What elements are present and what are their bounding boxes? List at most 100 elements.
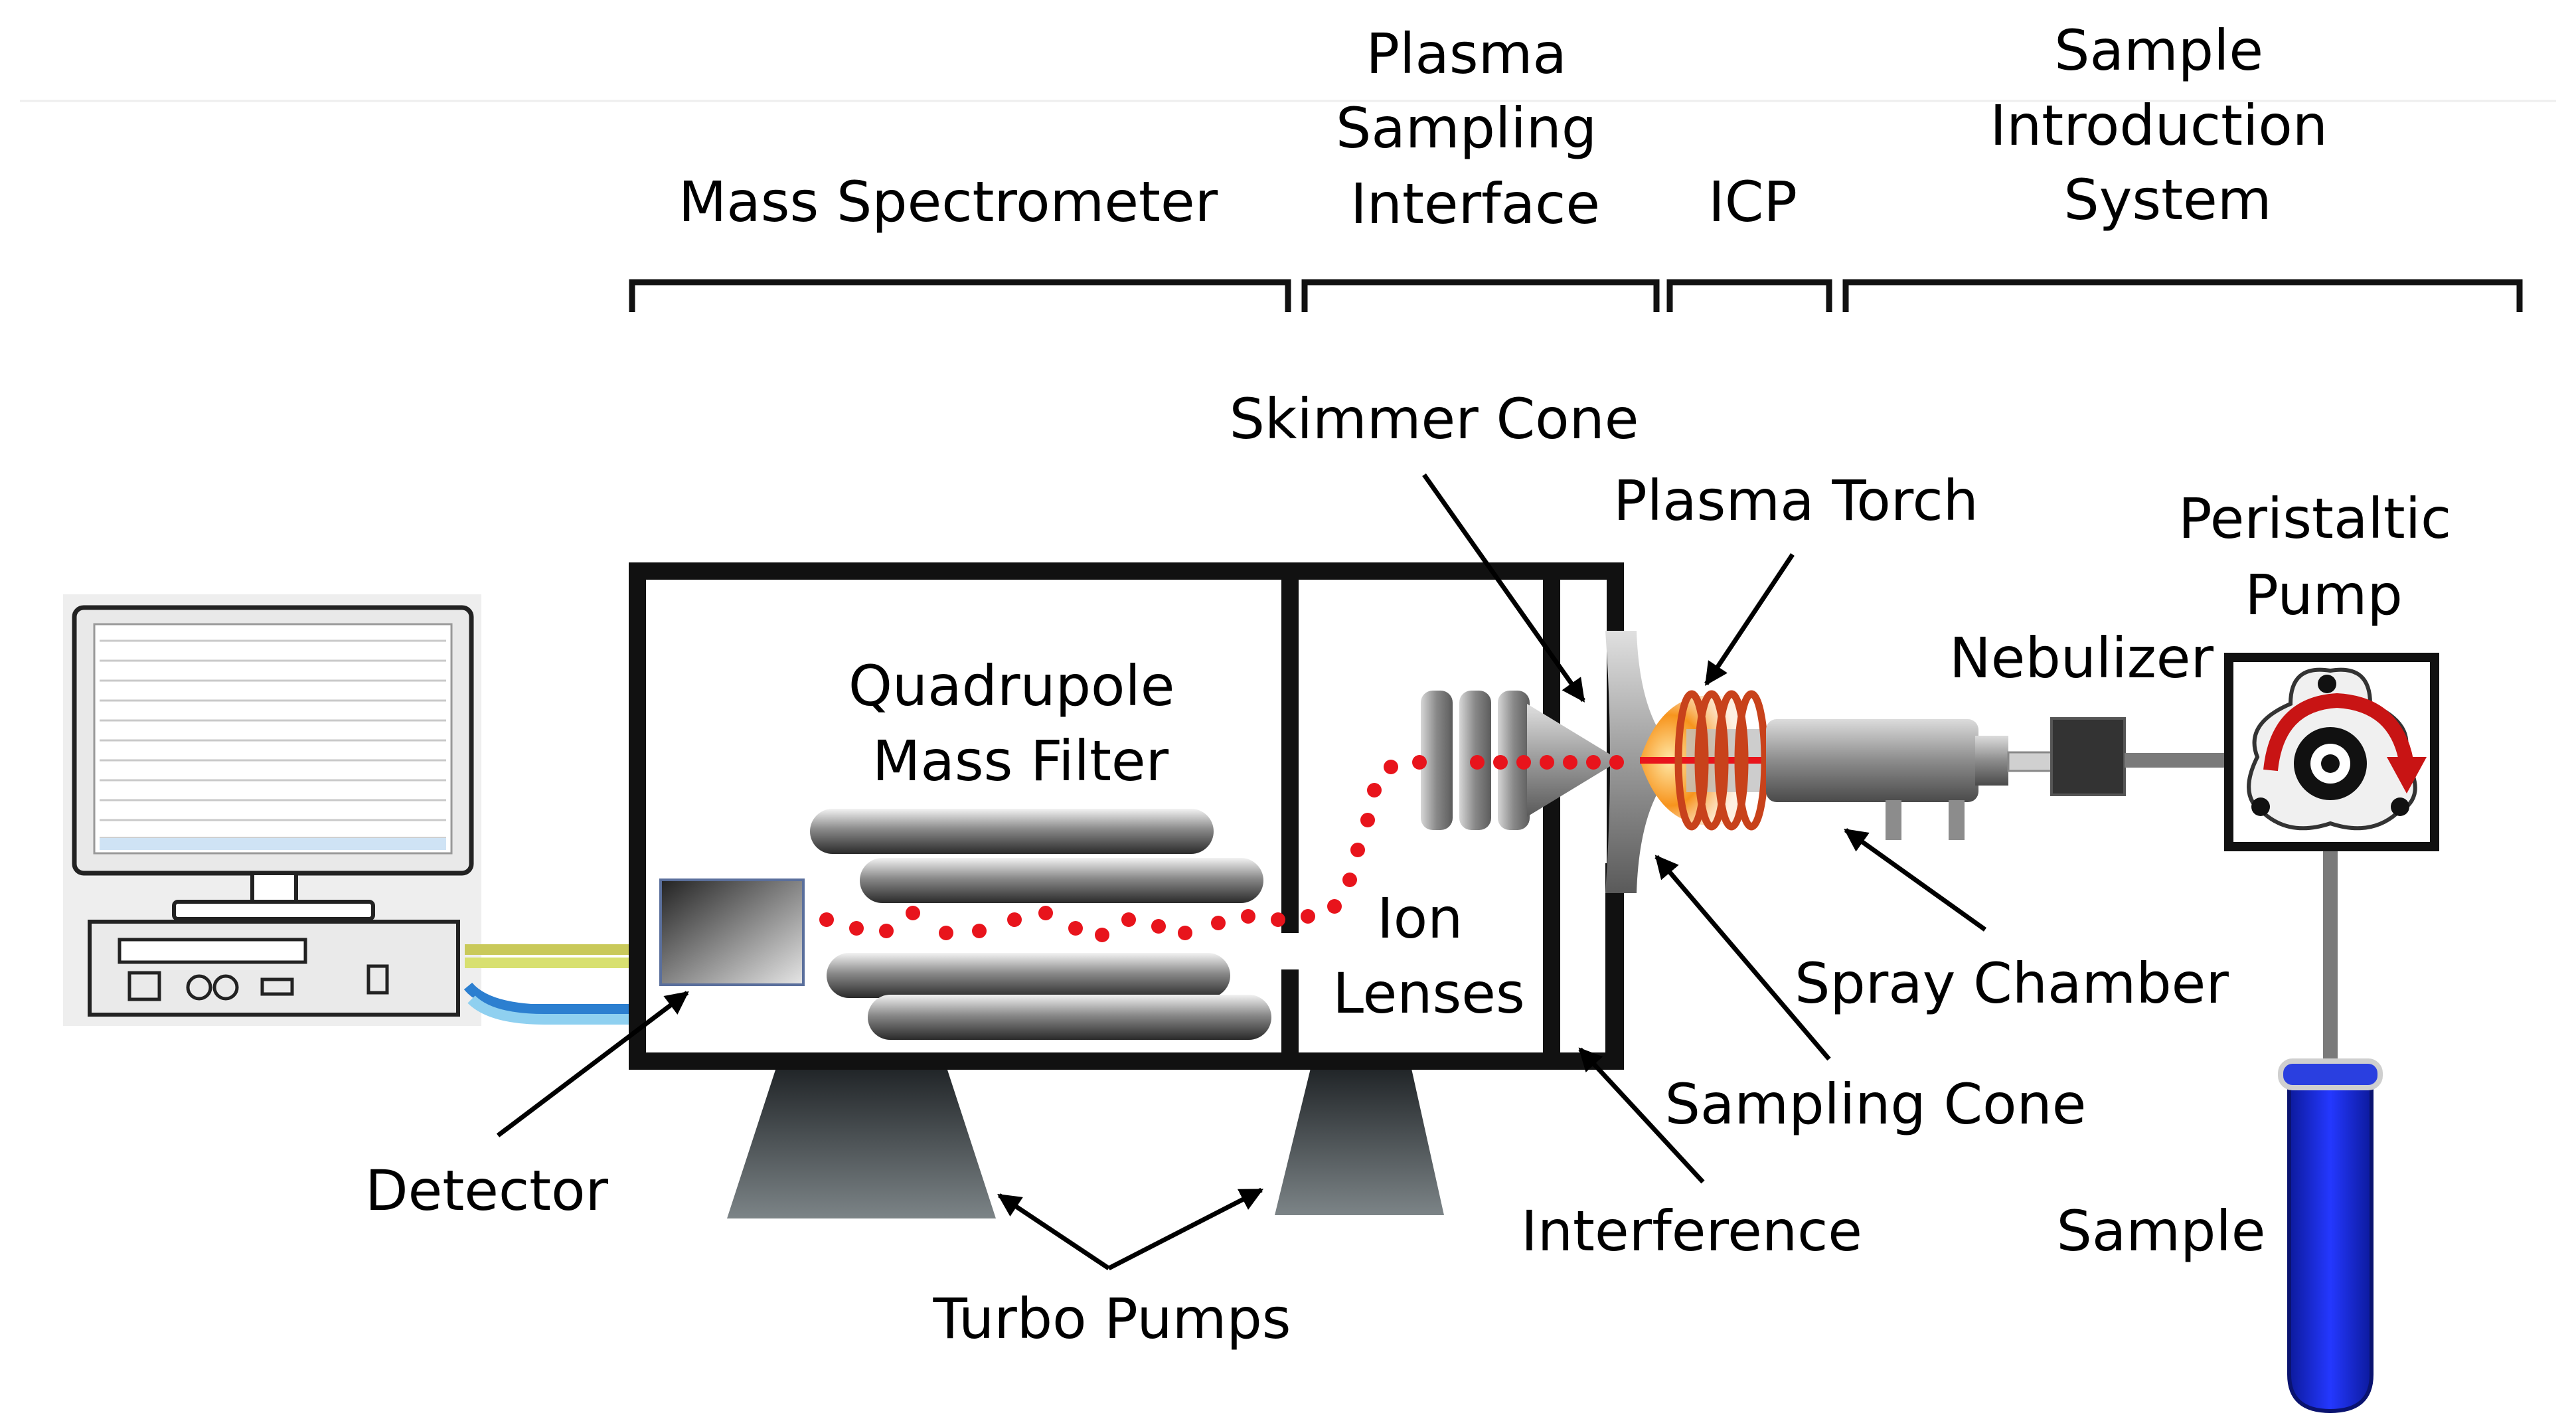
arrow-interference bbox=[1578, 1047, 1705, 1184]
ion-dot bbox=[1470, 755, 1485, 770]
quadrupole-rod bbox=[868, 995, 1271, 1040]
ion-dot bbox=[1384, 760, 1398, 774]
screen-highlight-row bbox=[100, 838, 446, 850]
ion-dot bbox=[1563, 755, 1577, 770]
spray-chamber-drain-1 bbox=[1886, 800, 1901, 840]
arrow-spray-chamber bbox=[1844, 828, 1987, 932]
pump-lobe bbox=[2251, 797, 2270, 816]
quadrupole-rods bbox=[810, 809, 1271, 1040]
section-icp: ICP bbox=[1708, 169, 1797, 234]
label-interference: Interference bbox=[1521, 1199, 1862, 1264]
case-knob-1 bbox=[186, 974, 212, 1001]
pump-rotation-arrow bbox=[2263, 693, 2414, 772]
case-button-b bbox=[260, 977, 294, 996]
label-skimmer-cone: Skimmer Cone bbox=[1230, 386, 1639, 452]
ion-dot bbox=[1211, 916, 1226, 930]
bracket-sample-introduction bbox=[1842, 279, 2523, 312]
data-cables bbox=[463, 944, 637, 1025]
spray-chamber-tip bbox=[1975, 736, 2008, 786]
bracket-mass-spectrometer bbox=[629, 279, 1291, 312]
spray-chamber-body bbox=[1766, 719, 1978, 802]
monitor-neck bbox=[250, 871, 298, 905]
pump-lobe bbox=[2391, 797, 2409, 816]
section-brackets bbox=[629, 279, 2523, 312]
section-plasma-sampling-interface: Plasma Sampling Interface bbox=[1336, 21, 1615, 236]
ion-dot bbox=[906, 906, 920, 920]
sample-tube bbox=[2278, 1058, 2383, 1414]
arrow-detector bbox=[496, 991, 689, 1137]
peristaltic-pump bbox=[2224, 653, 2439, 851]
detector-block bbox=[659, 879, 805, 986]
ion-dot bbox=[1350, 843, 1365, 857]
ion-dot bbox=[1367, 783, 1382, 797]
ion-dot bbox=[1327, 899, 1342, 914]
ion-dot bbox=[1007, 912, 1022, 927]
nebulizer-block bbox=[2050, 717, 2126, 796]
ion-dot bbox=[1342, 873, 1357, 887]
ion-beam bbox=[819, 755, 1624, 942]
spray-chamber-drain-2 bbox=[1949, 800, 1965, 840]
ion-dot bbox=[1068, 921, 1083, 936]
ion-dot bbox=[1151, 919, 1166, 934]
ion-dot bbox=[1241, 909, 1255, 924]
sample-tube-body bbox=[2287, 1074, 2374, 1414]
ion-dot bbox=[1609, 755, 1624, 770]
pump-lobe bbox=[2318, 675, 2336, 693]
turbo-pump-2 bbox=[1275, 1066, 1444, 1215]
ion-dot bbox=[1516, 755, 1531, 770]
ion-dot bbox=[1271, 912, 1285, 927]
case-button-a bbox=[127, 971, 161, 1001]
label-spray-chamber: Spray Chamber bbox=[1795, 951, 2229, 1016]
ion-dot bbox=[1586, 755, 1601, 770]
ion-lens-disc bbox=[1421, 691, 1453, 830]
turbo-pump-1 bbox=[727, 1066, 996, 1218]
label-plasma-torch: Plasma Torch bbox=[1613, 468, 1978, 533]
quadrupole-rod bbox=[827, 953, 1230, 998]
ion-dot bbox=[819, 912, 834, 927]
label-sample: Sample bbox=[2057, 1199, 2266, 1264]
ion-dot bbox=[1412, 755, 1427, 770]
bracket-plasma-sampling-interface bbox=[1301, 279, 1660, 312]
ion-dot bbox=[849, 921, 864, 936]
arrow-skimmer-cone bbox=[1422, 473, 1585, 703]
computer bbox=[63, 594, 481, 1026]
ion-dot bbox=[1540, 755, 1554, 770]
label-sampling-cone: Sampling Cone bbox=[1665, 1072, 2087, 1137]
label-nebulizer: Nebulizer bbox=[1949, 626, 2214, 691]
case-knob-2 bbox=[212, 974, 239, 1001]
ion-dot bbox=[1360, 813, 1375, 827]
label-peristaltic-pump: Peristaltic Pump bbox=[2178, 486, 2469, 628]
arrow-sampling-cone bbox=[1654, 855, 1831, 1061]
drive-slot bbox=[118, 938, 307, 964]
ion-dot bbox=[1493, 755, 1508, 770]
ion-dot bbox=[1095, 928, 1109, 942]
arrow-plasma-torch bbox=[1704, 553, 1795, 686]
label-ion-lenses: Ion Lenses bbox=[1332, 886, 1524, 1026]
label-turbo-pumps: Turbo Pumps bbox=[932, 1286, 1291, 1351]
section-sample-introduction-system: Sample Introduction System bbox=[1990, 18, 2345, 232]
arrow-turbo-pump-1 bbox=[997, 1193, 1110, 1270]
torch-coil bbox=[1674, 690, 1769, 831]
ion-dot bbox=[879, 924, 894, 938]
ion-dot bbox=[972, 924, 987, 938]
quadrupole-rod bbox=[860, 858, 1263, 903]
sample-tube-rim bbox=[2278, 1058, 2383, 1090]
ion-lens-disc bbox=[1498, 691, 1530, 830]
leader-arrows bbox=[496, 473, 1987, 1271]
ion-dot bbox=[1121, 912, 1136, 927]
ion-dot bbox=[1038, 906, 1053, 920]
monitor-base bbox=[172, 900, 375, 921]
section-mass-spectrometer: Mass Spectrometer bbox=[679, 169, 1218, 234]
label-quadrupole-mass-filter: Quadrupole Mass Filter bbox=[848, 653, 1192, 794]
label-detector: Detector bbox=[365, 1158, 608, 1223]
case-button-c bbox=[366, 964, 389, 995]
bracket-icp bbox=[1666, 279, 1832, 312]
interface-wall bbox=[1605, 863, 1624, 1062]
monitor-screen bbox=[93, 623, 453, 855]
pump-hub-center bbox=[2321, 754, 2340, 773]
ion-dot bbox=[1301, 909, 1315, 924]
ion-dot bbox=[1178, 926, 1192, 940]
quadrupole-rod bbox=[810, 809, 1214, 854]
pump-rotation-arrowhead bbox=[2387, 757, 2427, 794]
